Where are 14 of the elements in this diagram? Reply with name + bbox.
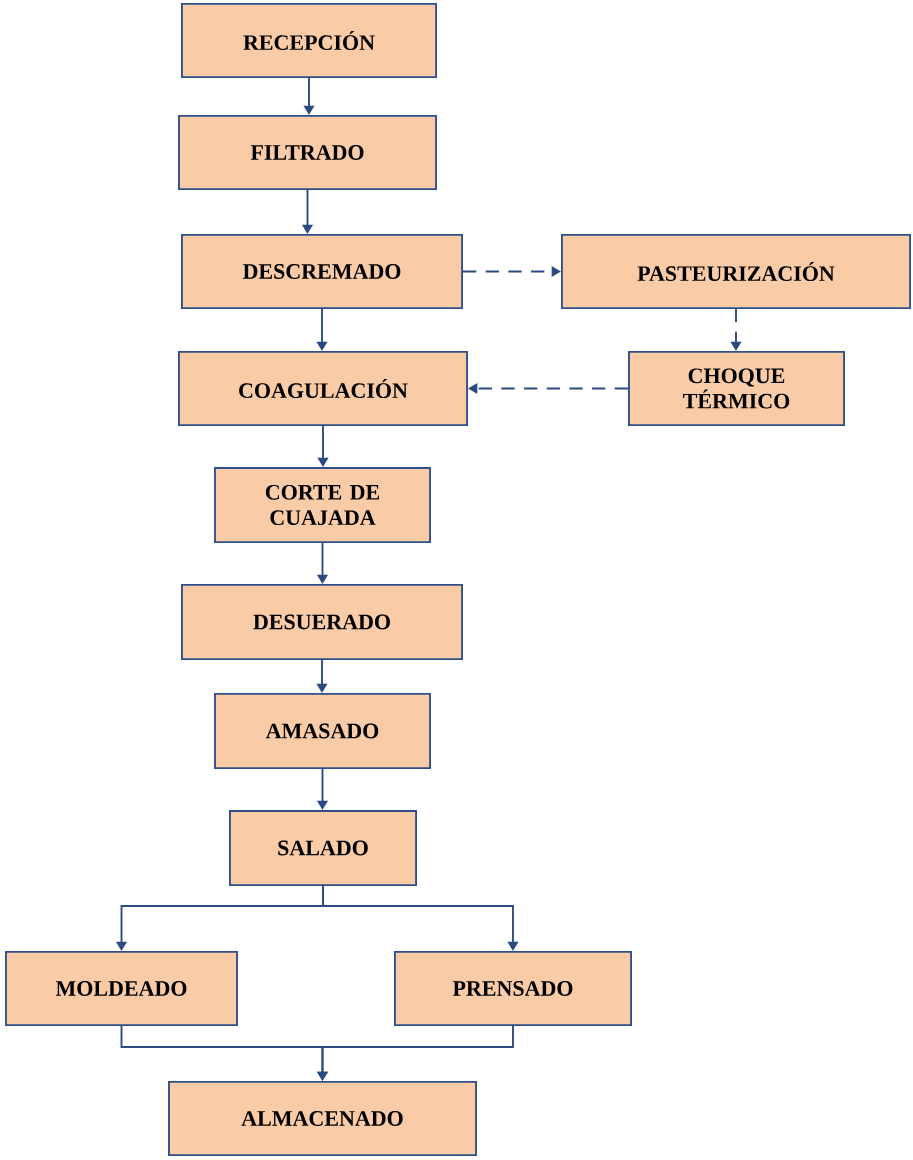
process-box: CHOQUE TÉRMICO: [628, 350, 845, 427]
arrow: [322, 885, 519, 951]
process-box: ALMACENADO: [168, 1080, 477, 1157]
process-box: AMASADO: [214, 693, 431, 769]
process-box: RECEPCIÓN: [181, 2, 437, 79]
process-box: DESUERADO: [181, 584, 463, 660]
process-box: DESCREMADO: [181, 233, 463, 310]
process-box: FILTRADO: [178, 114, 437, 191]
process-box: PRENSADO: [394, 950, 632, 1027]
process-box: CORTE DE CUAJADA: [214, 467, 431, 543]
process-box: PASTEURIZACIÓN: [561, 233, 911, 310]
process-box: COAGULACIÓN: [178, 350, 468, 427]
process-box: SALADO: [229, 810, 417, 886]
process-box: MOLDEADO: [5, 950, 238, 1027]
